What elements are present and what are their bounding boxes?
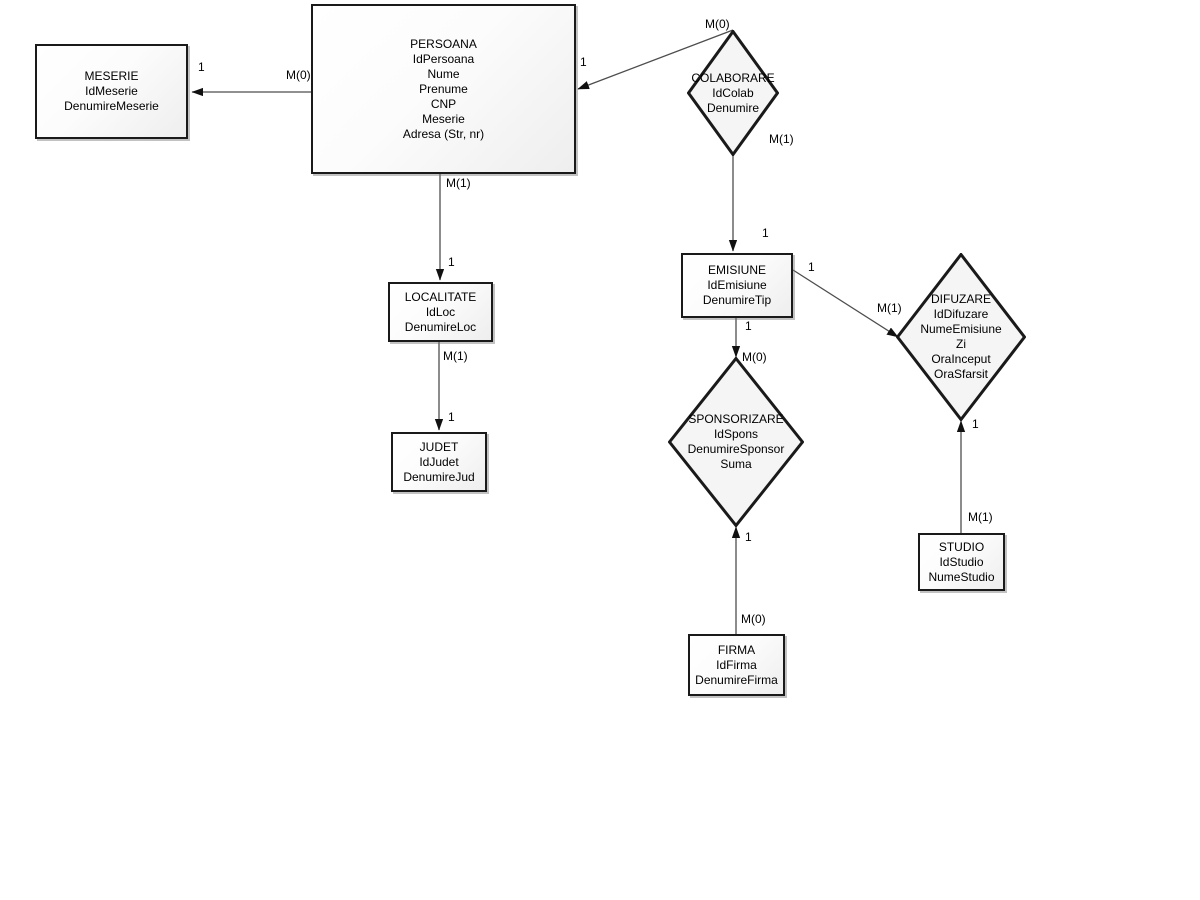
connection-colaborare-persoana bbox=[577, 29, 734, 90]
cardinality-source-studio-difuzare: M(1) bbox=[968, 510, 993, 524]
cardinality-source-localitate-judet: M(1) bbox=[443, 349, 468, 363]
cardinality-target-persoana-localitate: 1 bbox=[448, 255, 455, 269]
cardinality-target-emisiune-sponsorizare: M(0) bbox=[742, 350, 767, 364]
cardinality-source-colaborare-persoana: M(0) bbox=[705, 17, 730, 31]
entity-attribute: CNP bbox=[430, 96, 457, 111]
cardinality-source-emisiune-difuzare: 1 bbox=[808, 260, 815, 274]
entity-attribute: IdPersoana bbox=[412, 51, 475, 66]
cardinality-target-studio-difuzare: 1 bbox=[972, 417, 979, 431]
diamond-shape-colaborare bbox=[687, 30, 779, 156]
entity-name: LOCALITATE bbox=[404, 289, 477, 304]
cardinality-target-persoana-meserie: 1 bbox=[198, 60, 205, 74]
relationship-attribute: OraInceput bbox=[931, 352, 991, 366]
entity-attribute: IdJudet bbox=[419, 454, 459, 469]
relationship-attribute: IdDifuzare bbox=[933, 307, 989, 321]
entity-attribute: Nume bbox=[427, 66, 460, 81]
cardinality-source-persoana-localitate: M(1) bbox=[446, 176, 471, 190]
entity-attribute: IdLoc bbox=[425, 304, 456, 319]
cardinality-source-firma-sponsorizare: M(0) bbox=[741, 612, 766, 626]
cardinality-target-localitate-judet: 1 bbox=[448, 410, 455, 424]
relationship-attribute: IdColab bbox=[712, 85, 754, 100]
diamond-shape-difuzare bbox=[896, 253, 1026, 421]
relationship-attribute: OraSfarsit bbox=[933, 367, 988, 381]
entity-attribute: IdFirma bbox=[716, 657, 757, 672]
entity-name: FIRMA bbox=[717, 642, 756, 657]
connection-emisiune-difuzare bbox=[792, 269, 899, 338]
cardinality-target-colaborare-persoana: 1 bbox=[580, 55, 587, 69]
relationship-name: COLABORARE bbox=[691, 70, 775, 85]
entity-attribute: Meserie bbox=[422, 111, 465, 126]
entity-name: PERSOANA bbox=[410, 36, 477, 51]
cardinality-source-persoana-meserie: M(0) bbox=[286, 68, 311, 82]
relationship-attribute: Zi bbox=[956, 337, 966, 351]
entity-attribute: IdStudio bbox=[939, 554, 984, 569]
entity-attribute: Adresa (Str, nr) bbox=[402, 126, 485, 141]
cardinality-target-colaborare-emisiune: 1 bbox=[762, 226, 769, 240]
entity-attribute: DenumireFirma bbox=[695, 672, 778, 687]
entity-name: JUDET bbox=[419, 439, 459, 454]
entity-attribute: DenumireLoc bbox=[404, 319, 477, 334]
entity-attribute: DenumireJud bbox=[403, 469, 475, 484]
cardinality-source-emisiune-sponsorizare: 1 bbox=[745, 319, 752, 333]
relationship-attribute: DenumireSponsor bbox=[687, 442, 785, 456]
relationship-attribute: NumeEmisiune bbox=[920, 322, 1002, 336]
entity-attribute: IdEmisiune bbox=[707, 278, 767, 292]
entity-attribute: IdMeserie bbox=[85, 84, 138, 98]
cardinality-source-colaborare-emisiune: M(1) bbox=[769, 132, 794, 146]
entity-name: MESERIE bbox=[84, 69, 139, 83]
entity-attribute: DenumireMeserie bbox=[64, 99, 159, 113]
relationship-attribute: Suma bbox=[720, 457, 752, 471]
relationship-name: SPONSORIZARE bbox=[688, 412, 784, 426]
entity-name: STUDIO bbox=[938, 539, 985, 554]
entity-attribute: NumeStudio bbox=[928, 569, 995, 584]
relationship-attribute: IdSpons bbox=[713, 427, 759, 441]
diamond-shape-sponsorizare bbox=[668, 357, 804, 527]
cardinality-target-emisiune-difuzare: M(1) bbox=[877, 301, 902, 315]
cardinality-target-firma-sponsorizare: 1 bbox=[745, 530, 752, 544]
relationship-name: DIFUZARE bbox=[931, 292, 991, 306]
entity-attribute: Prenume bbox=[419, 81, 468, 96]
relationship-attribute: Denumire bbox=[706, 100, 759, 115]
entity-name: EMISIUNE bbox=[707, 263, 766, 277]
entity-attribute: DenumireTip bbox=[702, 293, 772, 307]
